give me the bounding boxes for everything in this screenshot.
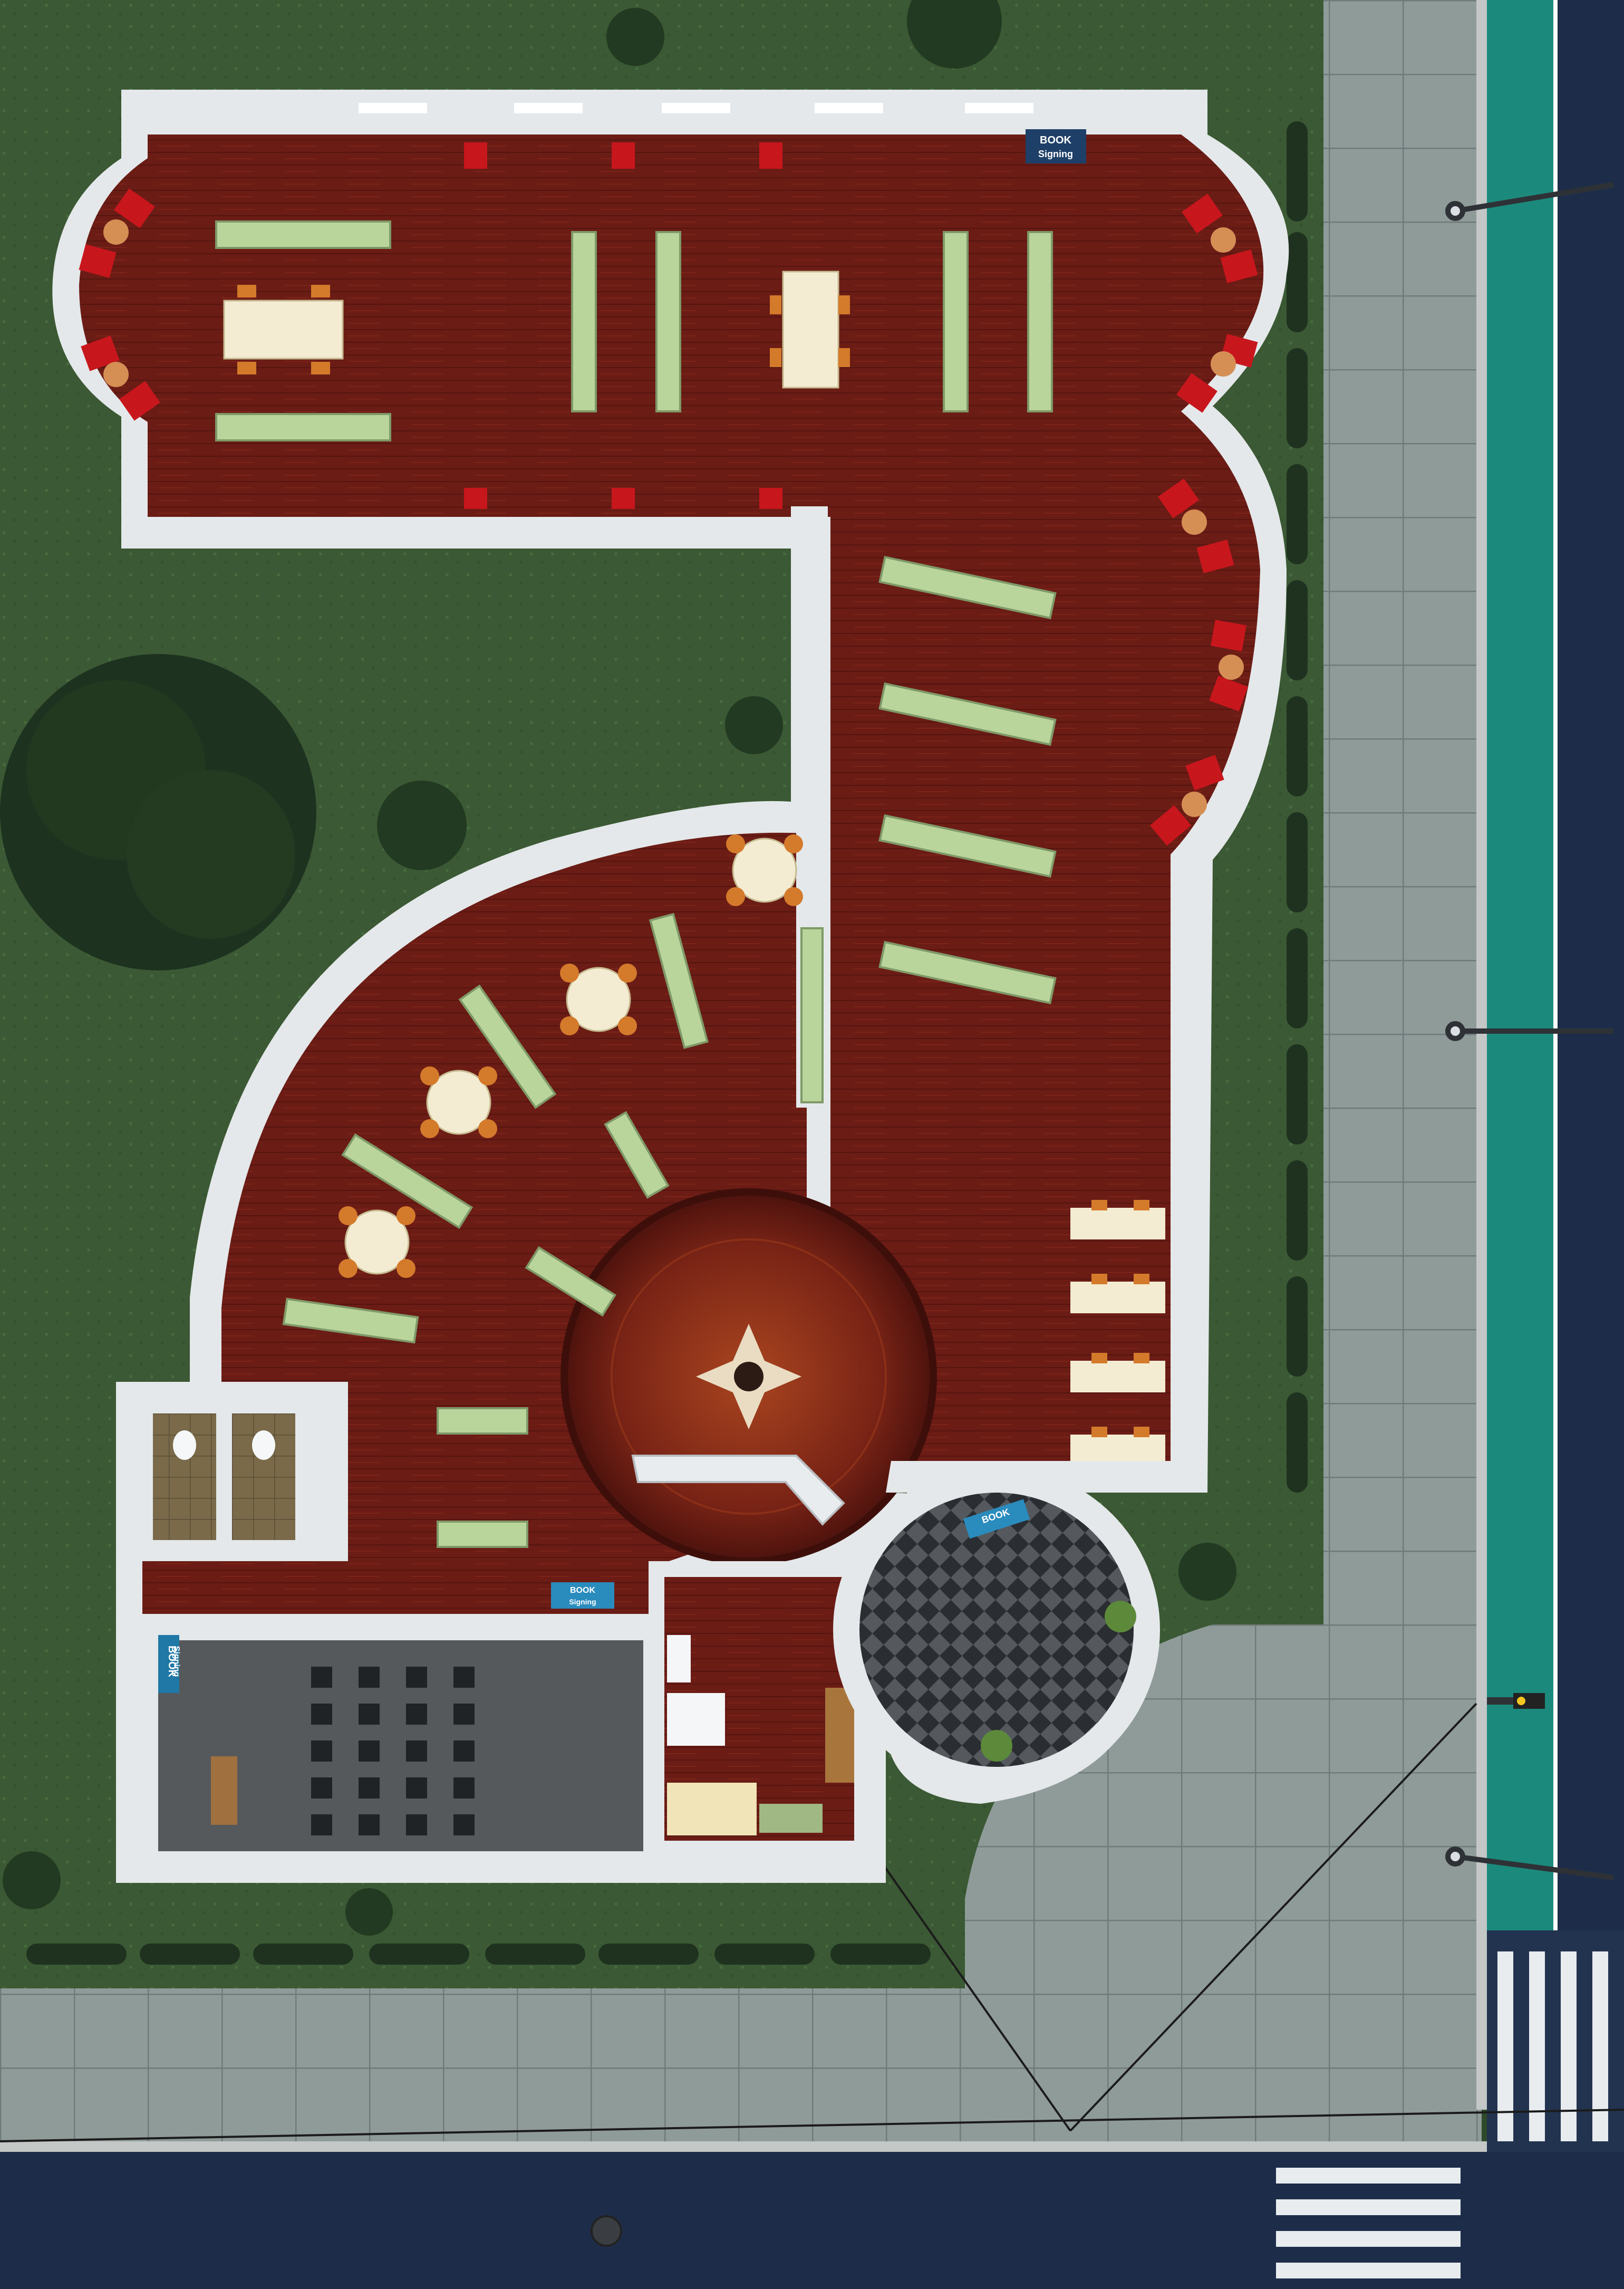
manhole-icon [591,2215,622,2247]
hedge-column [1287,121,1308,1493]
utility-lines [0,1703,1624,2142]
restrooms [116,1382,348,1561]
podium [211,1756,237,1825]
entrance-lobby: BOOK [833,1461,1207,1793]
chair-icon [79,142,1258,846]
bookshelf-icon [215,220,1053,441]
office-cabinet [667,1635,691,1682]
tree-icon [0,654,316,970]
bike-lane [1487,0,1555,1930]
svg-text:Signing: Signing [1038,149,1073,159]
sidewalk-bottom [0,1988,1482,2147]
svg-text:BOOK: BOOK [166,1646,178,1678]
sign-event-room: BOOK Signing [158,1635,181,1693]
curb-right [1476,0,1487,2110]
curb-bottom [0,2141,1487,2152]
reading-room-floor [79,134,1264,1461]
office-counter [825,1688,854,1783]
office-desk [667,1783,757,1835]
svg-text:BOOK: BOOK [1040,134,1072,146]
table-icon [223,271,839,1275]
chair-icon [237,285,850,1278]
traffic-light-icon [1487,1693,1545,1709]
plant-icon [981,1601,1136,1762]
office-files [759,1804,823,1833]
sign-mid-hall: BOOK Signing [551,1582,614,1609]
toilet-icon [173,1430,275,1460]
svg-text:Signing: Signing [569,1598,596,1606]
event-seating [311,1667,475,1835]
chair-icon [1091,1200,1149,1437]
crosswalk-icon [1276,2168,1461,2278]
sign-top-right: BOOK Signing [1026,129,1086,164]
compass-rose-icon [560,1188,937,1565]
svg-text:Signing: Signing [172,1646,181,1677]
crosswalk-icon [1497,1951,1608,2141]
event-room: BOOK Signing [116,1614,649,1883]
hedge-row [26,1944,931,1965]
bookshelf-icon [878,555,1057,1005]
street-lamp-icon [1445,182,1614,1880]
study-carrels [1070,1200,1165,1461]
circulation-desk [631,1455,845,1526]
road-right [1555,0,1624,2289]
table-icon [103,219,1244,817]
bookshelf-icon [282,912,824,1548]
library-building: BOOK Signing BOOK [52,90,1289,1883]
interior-wall [791,506,828,823]
window-strip [359,103,1033,113]
sidewalk-right [1323,0,1482,2110]
lobby-wall [886,1461,1207,1493]
svg-text:BOOK: BOOK [570,1586,595,1595]
shrub-icon [3,0,1236,1936]
office-cabinet [667,1693,725,1746]
